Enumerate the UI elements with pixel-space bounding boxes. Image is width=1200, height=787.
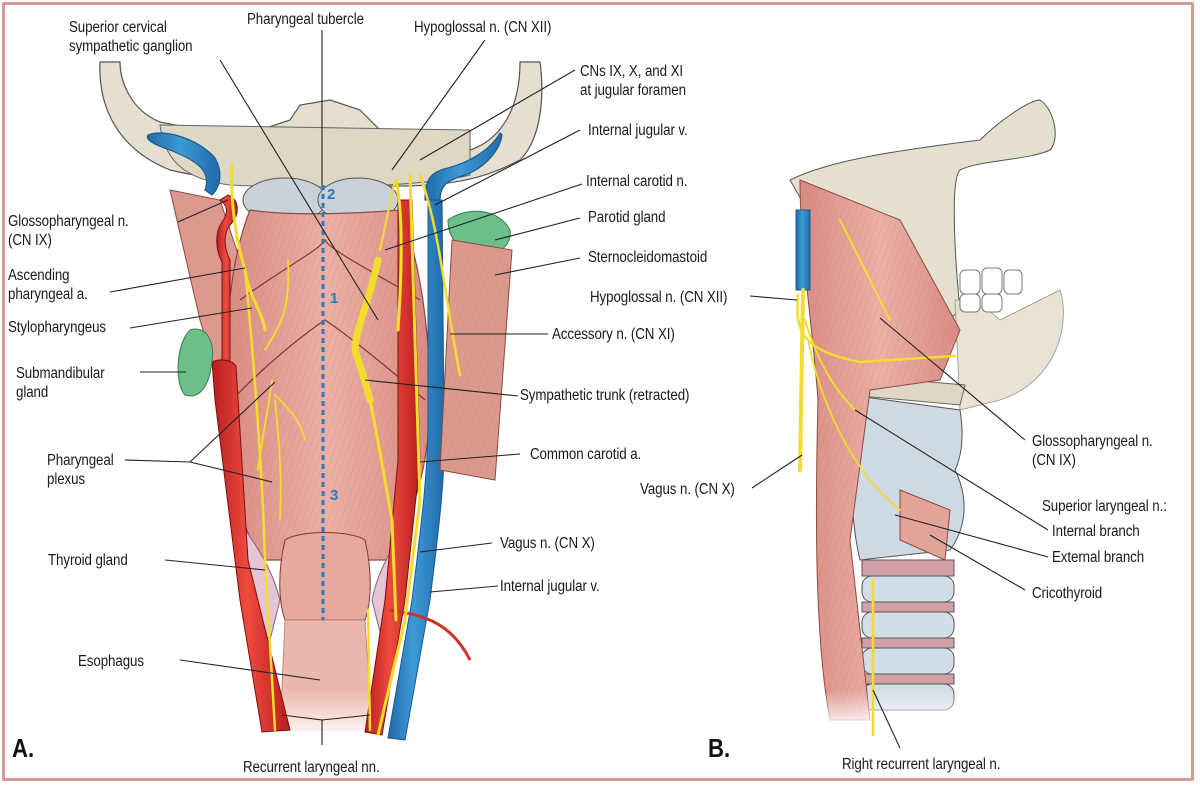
- label-line: Glossopharyngeal n.: [8, 213, 129, 230]
- submandibular-gland: [177, 328, 214, 397]
- cricopharyngeus: [279, 532, 371, 621]
- label-line: at jugular foramen: [580, 82, 686, 99]
- pharynx-fibers: [225, 210, 430, 560]
- label-superior-laryngeal: Superior laryngeal n.:: [1042, 498, 1167, 515]
- label-esophagus: Esophagus: [78, 653, 144, 670]
- label-line: Glossopharyngeal n.: [1032, 433, 1153, 450]
- label-glossopharyngeal-b: Glossopharyngeal n. (CN IX): [1032, 432, 1153, 470]
- label-ascending-pharyngeal: Ascending pharyngeal a.: [8, 266, 88, 304]
- label-cricothyroid: Cricothyroid: [1032, 585, 1103, 602]
- label-vagus-b: Vagus n. (CN X): [640, 481, 735, 498]
- right-sympathetic-trunk: [368, 398, 398, 622]
- panel-b-illustration: [789, 99, 1064, 737]
- esophagus-fade: [270, 690, 380, 740]
- label-glossopharyngeal-a: Glossopharyngeal n. (CN IX): [8, 212, 129, 250]
- nerves-panel-a: [230, 163, 462, 737]
- label-superior-cervical-ganglion: Superior cervical sympathetic ganglion: [69, 18, 193, 56]
- pharyngeal-muscle-fibers: [800, 180, 960, 720]
- label-line: Submandibular: [16, 365, 105, 382]
- left-pharyngeal-plexus-branches: [257, 259, 306, 521]
- constrictor-overlap-lines: [231, 238, 426, 401]
- label-line: pharyngeal a.: [8, 286, 88, 303]
- panel-a-illustration: [99, 61, 543, 741]
- label-parotid-gland: Parotid gland: [588, 209, 666, 226]
- glossopharyngeal-lateral: [839, 219, 891, 321]
- label-internal-carotid-n: Internal carotid n.: [586, 173, 688, 190]
- sternocleidomastoid-fibers: [440, 240, 512, 480]
- sympathetic-ganglion: [351, 256, 382, 404]
- label-sympathetic-trunk: Sympathetic trunk (retracted): [520, 387, 690, 404]
- label-accessory-n: Accessory n. (CN XI): [552, 326, 675, 343]
- label-submandibular-gland: Submandibular gland: [16, 364, 105, 402]
- label-cns-jugular-foramen: CNs IX, X, and XI at jugular foramen: [580, 62, 686, 100]
- right-hypoglossal-nerve: [394, 178, 403, 332]
- accessory-nerve: [418, 173, 462, 377]
- left-common-carotid-artery: [211, 359, 291, 733]
- label-line: (CN IX): [8, 232, 52, 249]
- internal-jugular-lateral: [795, 209, 811, 291]
- internal-carotid-nerve: [379, 179, 396, 251]
- label-line: plexus: [47, 471, 86, 488]
- label-line: Pharyngeal: [47, 452, 114, 469]
- label-stylopharyngeus: Stylopharyngeus: [8, 319, 107, 336]
- label-recurrent-laryngeal-nn: Recurrent laryngeal nn.: [243, 759, 380, 776]
- nerves-panel-b: [796, 219, 957, 737]
- superior-laryngeal-external: [807, 339, 901, 511]
- right-recurrent-laryngeal-nerve: [366, 608, 372, 732]
- vagus-nerve-lateral: [798, 288, 805, 472]
- label-pharyngeal-tubercle: Pharyngeal tubercle: [247, 11, 364, 28]
- leader-lines: [109, 30, 1049, 749]
- label-vagus-a: Vagus n. (CN X): [500, 535, 595, 552]
- label-line: Superior cervical: [69, 19, 167, 36]
- label-internal-jugular-bottom: Internal jugular v.: [500, 578, 600, 595]
- panel-label-a: A.: [12, 733, 35, 763]
- label-hypoglossal-b: Hypoglossal n. (CN XII): [590, 289, 728, 306]
- label-hypoglossal-a: Hypoglossal n. (CN XII): [414, 19, 552, 36]
- label-internal-jugular-top: Internal jugular v.: [588, 122, 688, 139]
- label-thyroid-gland: Thyroid gland: [48, 552, 128, 569]
- teeth: [959, 267, 1023, 313]
- midline-marker-1: 1: [330, 290, 339, 307]
- label-line: CNs IX, X, and XI: [580, 63, 683, 80]
- label-line: Ascending: [8, 267, 70, 284]
- panel-b-fade: [810, 690, 960, 730]
- label-line: (CN IX): [1032, 452, 1076, 469]
- right-vagus-nerve: [376, 173, 422, 737]
- inferior-thyroid-artery: [389, 608, 472, 661]
- label-external-branch: External branch: [1052, 549, 1145, 566]
- label-line: sympathetic ganglion: [69, 38, 193, 55]
- midline-marker-3: 3: [330, 487, 339, 504]
- midline-marker-2: 2: [327, 186, 336, 203]
- label-pharyngeal-plexus: Pharyngeal plexus: [47, 451, 114, 489]
- tracheal-rings: [861, 559, 955, 711]
- label-sternocleidomastoid: Sternocleidomastoid: [588, 249, 708, 266]
- cricothyroid-muscle: [899, 489, 951, 561]
- left-vagus-nerve: [243, 268, 277, 732]
- superior-laryngeal-internal: [804, 319, 856, 411]
- panel-label-b: B.: [708, 733, 731, 763]
- left-jugular-bulb-vein: [146, 132, 221, 196]
- label-right-recurrent-laryngeal: Right recurrent laryngeal n.: [842, 756, 1001, 773]
- label-common-carotid: Common carotid a.: [530, 446, 642, 463]
- label-line: gland: [16, 384, 49, 401]
- label-internal-branch: Internal branch: [1052, 523, 1140, 540]
